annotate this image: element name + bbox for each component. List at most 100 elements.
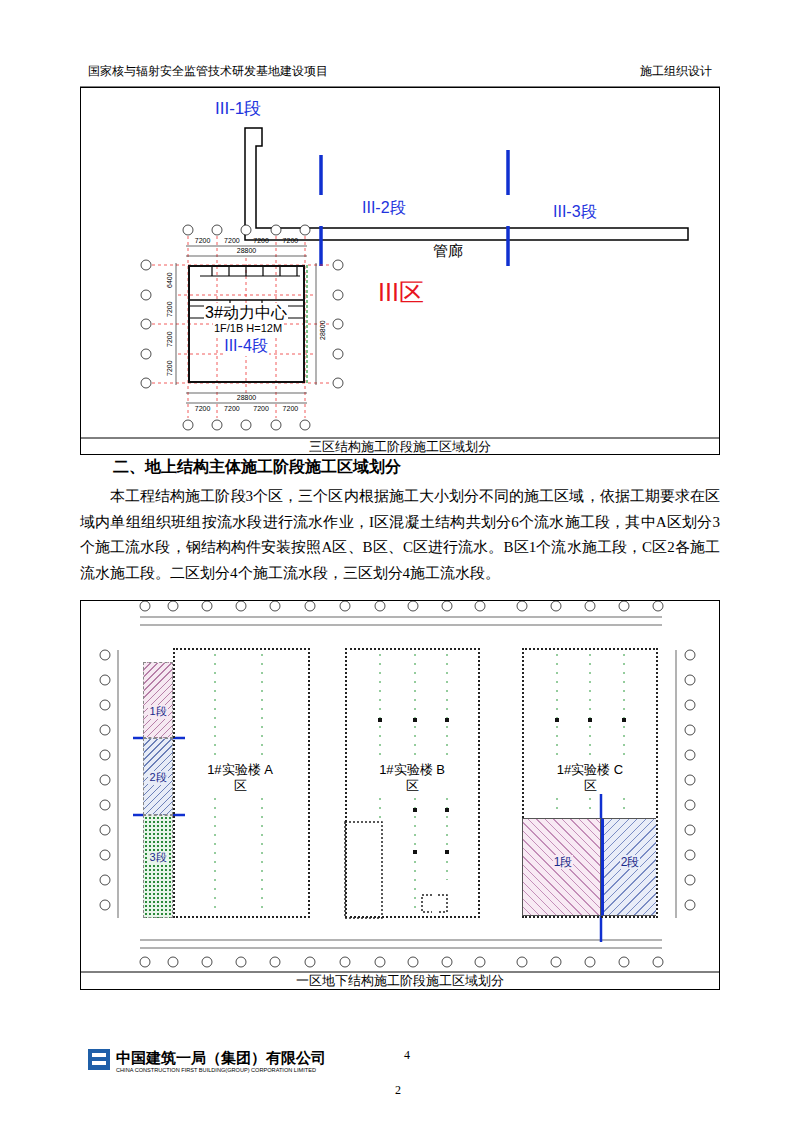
dimension-line: [118, 617, 676, 948]
column-mark: [413, 808, 417, 812]
axis-bubble: [685, 800, 695, 810]
column-mark: [622, 718, 626, 722]
axis-bubble: [100, 650, 110, 660]
page-header: 国家核与辐射安全监管技术研发基地建设项目: [88, 64, 328, 78]
dimension-text: 6400: [166, 272, 174, 288]
building-interior: [188, 299, 305, 301]
segment-divider: [600, 916, 603, 942]
axis-bubble: [202, 601, 212, 611]
axis-bubble: [141, 290, 151, 300]
axis-bubble: [100, 850, 110, 860]
building-name: 1#实验楼 C区: [553, 762, 627, 793]
annex-outline: [345, 822, 447, 918]
dimension-text: 7200: [166, 331, 174, 347]
axis-bubble: [551, 601, 561, 611]
building-outline: 1#实验楼 A区: [173, 648, 310, 918]
segment-divider: [319, 226, 323, 266]
company-logo: [92, 1053, 106, 1057]
figure-frame: 三区结构施工阶段施工区域划分3#动力中心1F/1B H=12MIII-4段: [80, 87, 720, 455]
dimension-line: [186, 403, 307, 404]
segment-divider: [133, 738, 601, 942]
column-mark: [445, 808, 449, 812]
axis-bubble: [100, 700, 110, 710]
dimension-line: [118, 650, 119, 918]
axis-bubble: [551, 957, 561, 967]
dimension-text: 7200: [253, 405, 269, 413]
flow-segment: 2段: [143, 738, 173, 815]
segment-divider: [319, 155, 323, 195]
axis-bubble: [685, 700, 695, 710]
axis-bubble: [442, 957, 452, 967]
flow-segment: 1段: [143, 662, 173, 738]
body-paragraph: 本工程结构施工阶段3个区，三个区内根据施工大小划分不同的施工区域，依据工期要求在…: [80, 484, 720, 586]
company-name: 中国建筑一局（集团）有限公司: [116, 1049, 326, 1067]
axis-bubble: [140, 957, 150, 967]
dimension-line: [316, 263, 317, 385]
company-logo: [88, 1049, 110, 1070]
axis-bubble: [340, 601, 350, 611]
axis-bubble: [271, 225, 281, 235]
axis-bubble: [236, 957, 246, 967]
column-mark: [588, 718, 592, 722]
zone-name: III区: [378, 277, 424, 307]
building-outline: 1#实验楼 C区1段2段: [522, 648, 658, 918]
segment-name: III-4段: [223, 336, 269, 355]
building-outline: 3#动力中心1F/1B H=12MIII-4段: [188, 265, 305, 383]
dimension-text: 7200: [283, 405, 299, 413]
axis-bubble: [141, 378, 151, 388]
dimension-text: 28800: [236, 394, 257, 402]
axis-bubble: [168, 601, 178, 611]
segment-name: 1段: [148, 705, 167, 718]
pipe-corridor: [245, 128, 688, 240]
axis-bubble: [141, 349, 151, 359]
axis-bubble: [685, 825, 695, 835]
axis-bubble: [685, 750, 695, 760]
axis-bubble: [100, 800, 110, 810]
axis-bubble: [333, 349, 343, 359]
axis-bubble: [685, 725, 695, 735]
axis-bubble: [100, 775, 110, 785]
axis-bubble: [442, 601, 452, 611]
axis-bubble: [100, 725, 110, 735]
column-mark: [445, 718, 449, 722]
annex-outline: [345, 822, 382, 918]
caption-row-rule: [80, 438, 720, 439]
dimension-text: 7200: [283, 237, 299, 245]
axis-bubble: [141, 225, 343, 430]
green-dash-edge: [306, 265, 307, 383]
axis-bubble: [100, 825, 110, 835]
segment-name: III-1段: [215, 99, 261, 119]
dimension-text: 7200: [224, 405, 240, 413]
segment-name: III-2段: [362, 198, 406, 217]
axis-bubble: [685, 775, 695, 785]
axis-bubble: [375, 601, 385, 611]
axis-bubble: [241, 225, 251, 235]
dimension-line: [676, 650, 677, 918]
dimension-text: 7200: [195, 237, 211, 245]
axis-bubble: [270, 957, 280, 967]
page-number: 4: [404, 1048, 410, 1062]
axis-bubble: [585, 957, 595, 967]
annex-outline: [422, 895, 447, 912]
column-mark: [413, 718, 417, 722]
axis-bubble: [653, 957, 663, 967]
company-name-en: CHINA CONSTRUCTION FIRST BUILDING(GROUP)…: [116, 1067, 316, 1074]
company-logo: [92, 1061, 106, 1065]
axis-bubble: [619, 957, 629, 967]
axis-bubble: [685, 875, 695, 885]
segment-name: 1段: [553, 855, 574, 869]
segment-divider: [321, 150, 508, 266]
figure-frame: 一区地下结构施工阶段施工区域划分1#实验楼 A区1段2段3段1#实验楼 B区1#…: [80, 600, 720, 990]
axis-bubble: [141, 319, 151, 329]
axis-bubble: [300, 420, 310, 430]
axis-bubble: [333, 319, 343, 329]
segment-name: III-3段: [553, 202, 597, 221]
axis-bubble: [202, 957, 212, 967]
axis-bubble: [619, 601, 629, 611]
column-mark: [445, 850, 449, 854]
axis-bubble: [241, 420, 251, 430]
dimension-text: 28800: [236, 247, 257, 255]
axis-bubble: [475, 957, 485, 967]
axis-bubble: [408, 601, 418, 611]
